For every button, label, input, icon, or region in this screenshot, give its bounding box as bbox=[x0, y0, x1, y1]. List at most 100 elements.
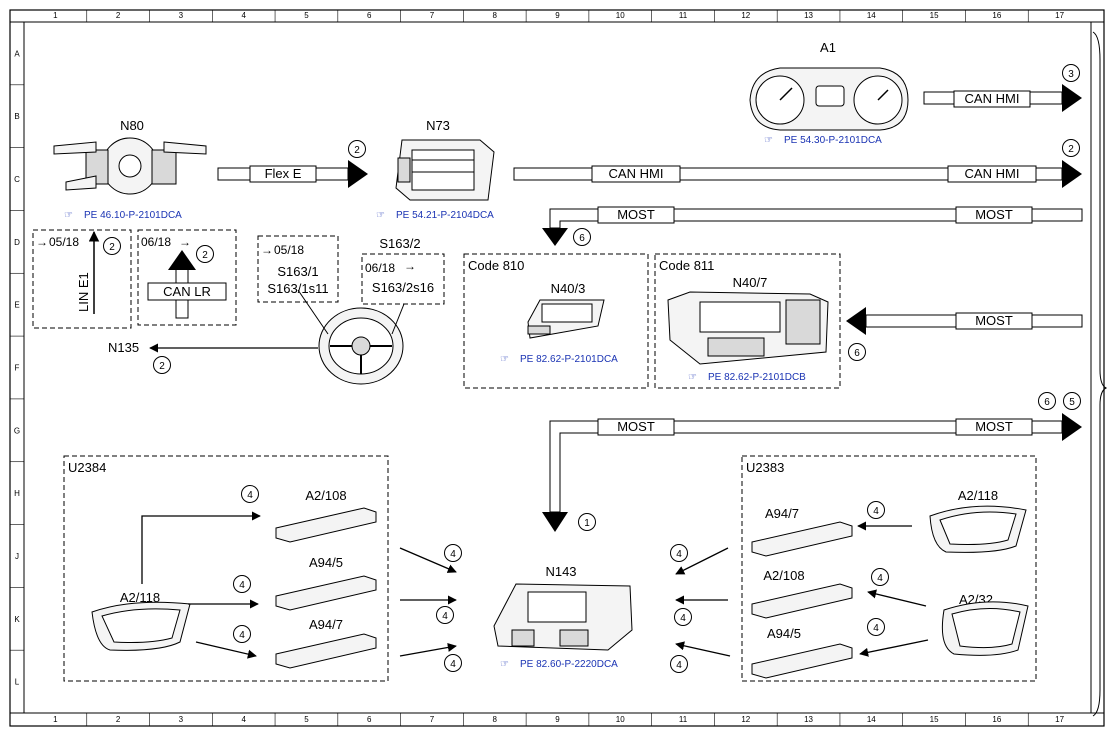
grid-column-label-bottom: 6 bbox=[367, 715, 372, 724]
callout-circle bbox=[578, 513, 596, 531]
grid-row-label: G bbox=[14, 426, 20, 435]
can-lr-date-arrow: → bbox=[179, 235, 191, 249]
grid-row-label: E bbox=[14, 301, 19, 310]
can-lr-tag bbox=[147, 282, 227, 301]
can-lr-arrowhead bbox=[168, 250, 196, 270]
grid-column-label-bottom: 17 bbox=[1055, 715, 1064, 724]
most-tag-upper-right bbox=[955, 206, 1033, 224]
n73-reference-link[interactable]: PE 54.21-P-2104DCA bbox=[396, 210, 494, 221]
code-810-label: Code 810 bbox=[468, 258, 524, 273]
left-a2-118-windshield bbox=[91, 601, 191, 651]
code-811-label: Code 811 bbox=[659, 258, 714, 273]
right-a94-7-label: A94/7 bbox=[765, 506, 799, 521]
callout-circle bbox=[1063, 392, 1081, 410]
grid-column-label-top: 5 bbox=[304, 11, 309, 20]
grid-column-label-bottom: 5 bbox=[304, 715, 309, 724]
most-arrowhead-n143 bbox=[542, 512, 568, 532]
n143-reference-link[interactable]: PE 82.60-P-2220DCA bbox=[520, 659, 618, 670]
callout-circle bbox=[233, 575, 251, 593]
callout-number: 2 bbox=[1068, 144, 1074, 155]
n40-3-reference-link[interactable]: PE 82.62-P-2101DCA bbox=[520, 354, 618, 365]
grid-column-label-bottom: 13 bbox=[804, 715, 813, 724]
callout-number: 2 bbox=[202, 250, 208, 261]
most-tag-upper-left bbox=[597, 206, 675, 224]
grid-column-label-top: 7 bbox=[430, 11, 435, 20]
grid-column-label-bottom: 3 bbox=[179, 715, 184, 724]
right-a2-32-to-a2-108-wire bbox=[867, 589, 927, 607]
n143-module bbox=[493, 583, 633, 651]
flex-e-arrowhead bbox=[348, 160, 368, 188]
callout-circle bbox=[848, 343, 866, 361]
grid-column-label-bottom: 10 bbox=[616, 715, 625, 724]
right-a2-32-to-a94-5-wire bbox=[859, 639, 929, 657]
most-arrowhead-upper bbox=[542, 228, 568, 246]
callout-number: 4 bbox=[247, 490, 253, 501]
steering-wheel bbox=[318, 307, 404, 385]
s163-2-box bbox=[361, 253, 445, 305]
n80-reference-link[interactable]: PE 46.10-P-2101DCA bbox=[84, 210, 182, 221]
most-arrowhead-n40-7 bbox=[846, 307, 866, 335]
callout-number: 6 bbox=[1044, 397, 1050, 408]
grid-row-label: J bbox=[15, 552, 19, 561]
n143-label: N143 bbox=[545, 564, 576, 579]
flex-e-label: Flex E bbox=[265, 166, 302, 181]
grid-column-label-bottom: 9 bbox=[555, 715, 560, 724]
grid-column-label-top: 13 bbox=[804, 11, 813, 20]
group-brace bbox=[1092, 31, 1108, 717]
grid-column-label-top: 10 bbox=[616, 11, 625, 20]
left-a2-108-module bbox=[275, 507, 377, 543]
grid-column-label-bottom: 7 bbox=[430, 715, 435, 724]
left-a2-108-label: A2/108 bbox=[305, 488, 346, 503]
n40-7-reference-link[interactable]: PE 82.62-P-2101DCB bbox=[708, 372, 806, 383]
callout-circle bbox=[196, 245, 214, 263]
grid-row-label: A bbox=[14, 49, 20, 58]
right-a94-5-module bbox=[751, 643, 853, 679]
grid-column-label-bottom: 8 bbox=[493, 715, 498, 724]
most-tag-lower-left bbox=[597, 418, 675, 436]
n73-electronic-ignition-lock bbox=[395, 139, 495, 201]
callout-number: 4 bbox=[239, 580, 245, 591]
u2384-box bbox=[63, 455, 389, 682]
u2383-box bbox=[741, 455, 1037, 682]
can-hmi-label-top: CAN HMI bbox=[965, 91, 1020, 106]
grid-column-label-top: 2 bbox=[116, 11, 121, 20]
grid-column-label-top: 14 bbox=[867, 11, 876, 20]
lin-e1-label: LIN E1 bbox=[76, 272, 91, 312]
most-tag-lower-right bbox=[955, 418, 1033, 436]
right-a2-108-module bbox=[751, 583, 853, 619]
callout-number: 3 bbox=[1068, 69, 1074, 80]
callout-number: 4 bbox=[450, 659, 456, 670]
s163-1-label: S163/1 bbox=[277, 264, 318, 279]
can-hmi-tag-top bbox=[953, 90, 1031, 108]
callout-circle bbox=[1038, 392, 1056, 410]
grid-row-label: C bbox=[14, 175, 20, 184]
callout-circle bbox=[153, 356, 171, 374]
left-a2-118-label: A2/118 bbox=[120, 590, 160, 605]
can-hmi-arrowhead-middle bbox=[1062, 160, 1082, 188]
grid-column-label-top: 17 bbox=[1055, 11, 1064, 20]
callout-circle bbox=[103, 237, 121, 255]
a1-reference-link[interactable]: PE 54.30-P-2101DCA bbox=[784, 135, 882, 146]
right-a2-32-windshield bbox=[941, 601, 1029, 656]
can-hmi-tag-middle-right bbox=[947, 165, 1037, 183]
grid-labels: 1122334455667788991010111112121313141415… bbox=[10, 10, 1065, 726]
s163-2s16-label: S163/2s16 bbox=[372, 280, 434, 295]
s163-1-box bbox=[257, 235, 339, 303]
s163-1-leader-line bbox=[297, 289, 329, 335]
right-a94-5-label: A94/5 bbox=[767, 626, 801, 641]
right-a2-118-windshield bbox=[929, 505, 1027, 553]
n40-7-label: N40/7 bbox=[733, 275, 768, 290]
grid-column-label-top: 9 bbox=[555, 11, 560, 20]
callout-circle bbox=[867, 618, 885, 636]
left-a94-7-to-n143-wire bbox=[399, 642, 457, 657]
pointing-hand-icon: ☞ bbox=[64, 210, 73, 221]
most-label-lower-left: MOST bbox=[617, 419, 655, 434]
n80-label: N80 bbox=[120, 118, 144, 133]
callout-number: 6 bbox=[579, 233, 585, 244]
callout-number: 2 bbox=[109, 242, 115, 253]
grid-column-label-top: 11 bbox=[679, 11, 688, 20]
callout-circle bbox=[241, 485, 259, 503]
pointing-hand-icon: ☞ bbox=[500, 354, 509, 365]
lin-e1-date-arrow: → bbox=[36, 235, 48, 249]
n135-label: N135 bbox=[108, 340, 139, 355]
